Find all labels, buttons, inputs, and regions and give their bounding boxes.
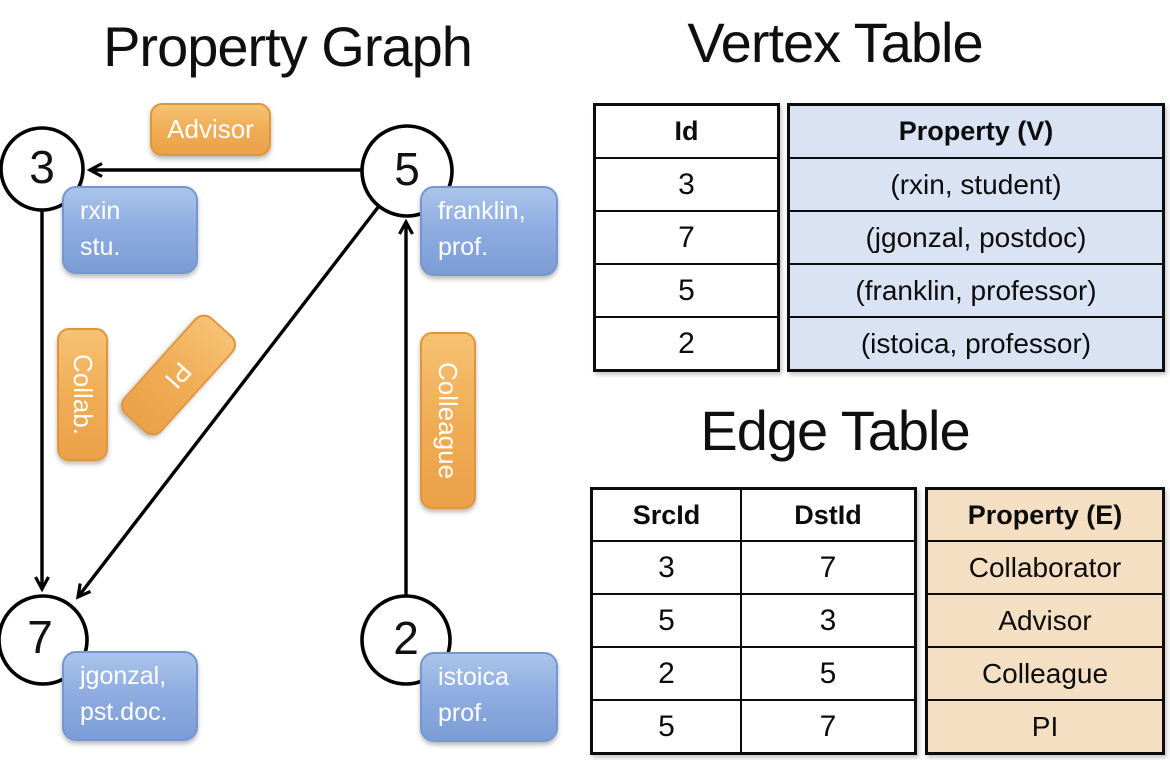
vertex-label-3-line2: stu. [80, 232, 121, 261]
vertex-label-5: franklin, prof. [420, 186, 558, 276]
vertex-label-2-line2: prof. [438, 698, 489, 727]
vertex-id-cell: 7 [596, 210, 777, 263]
vertex-label-3-line1: rxin [80, 197, 121, 225]
edge-label-collab-text: Collab. [68, 354, 98, 435]
vertex-property-cell: (franklin, professor) [790, 263, 1162, 316]
graph-title: Property Graph [103, 15, 473, 78]
vertex-property-cell: (rxin, student) [790, 157, 1162, 210]
vertex-id-cell: 3 [596, 157, 777, 210]
edge-label-pi-text: PI [159, 356, 199, 395]
edge-dst-cell: 7 [740, 699, 914, 752]
edge-label-colleague-text: Colleague [433, 361, 464, 480]
edge-table-property-column: Property (E) Collaborator Advisor Collea… [925, 487, 1165, 755]
edge-table-src-dst-columns: SrcId DstId 3 7 5 3 2 5 5 7 [590, 487, 917, 755]
edge-property-cell: Colleague [928, 646, 1162, 699]
vertex-label-2: istoica prof. [420, 652, 558, 742]
edge-property-header: Property (E) [928, 490, 1162, 540]
vertex-property-cell: (istoica, professor) [790, 316, 1162, 369]
edge-property-cell: Collaborator [928, 540, 1162, 593]
vertex-table-title: Vertex Table [687, 11, 983, 74]
graph-canvas [0, 124, 454, 686]
edge-src-cell: 2 [593, 646, 740, 699]
edge-label-advisor: Advisor [150, 103, 271, 156]
node-circle-3 [0, 126, 85, 212]
vertex-id-cell: 2 [596, 316, 777, 369]
vertex-property-header: Property (V) [790, 106, 1162, 157]
edge-property-cell: PI [928, 699, 1162, 752]
edge-src-cell: 5 [593, 699, 740, 752]
edge-5-to-7 [75, 204, 381, 600]
vertex-label-7-line1: jgonzal, [80, 662, 167, 690]
vertex-table-property-column: Property (V) (rxin, student) (jgonzal, p… [787, 103, 1165, 372]
vertex-label-5-line2: prof. [438, 232, 489, 261]
vertex-property-cell: (jgonzal, postdoc) [790, 210, 1162, 263]
edge-table-title: Edge Table [700, 399, 970, 462]
edge-dst-cell: 7 [740, 540, 914, 593]
vertex-label-2-line1: istoica [438, 663, 509, 691]
vertex-label-3: rxin stu. [62, 186, 198, 274]
edge-dst-header: DstId [740, 490, 914, 540]
edge-dst-cell: 3 [740, 593, 914, 646]
edge-src-cell: 5 [593, 593, 740, 646]
edge-label-advisor-text: Advisor [167, 114, 254, 144]
vertex-label-7-line2: pst.doc. [80, 697, 168, 726]
vertex-label-7: jgonzal, pst.doc. [62, 651, 198, 741]
edge-property-cell: Advisor [928, 593, 1162, 646]
vertex-id-cell: 5 [596, 263, 777, 316]
edge-label-collab: Collab. [57, 328, 108, 461]
vertex-label-5-line1: franklin, [438, 197, 526, 225]
vertex-table-id-column: Id 3 7 5 2 [593, 103, 780, 372]
edge-src-header: SrcId [632, 499, 701, 530]
edge-dst-cell: 5 [740, 646, 914, 699]
vertex-id-header: Id [674, 116, 699, 146]
edge-label-colleague: Colleague [420, 332, 476, 509]
edge-src-cell: 3 [593, 540, 740, 593]
